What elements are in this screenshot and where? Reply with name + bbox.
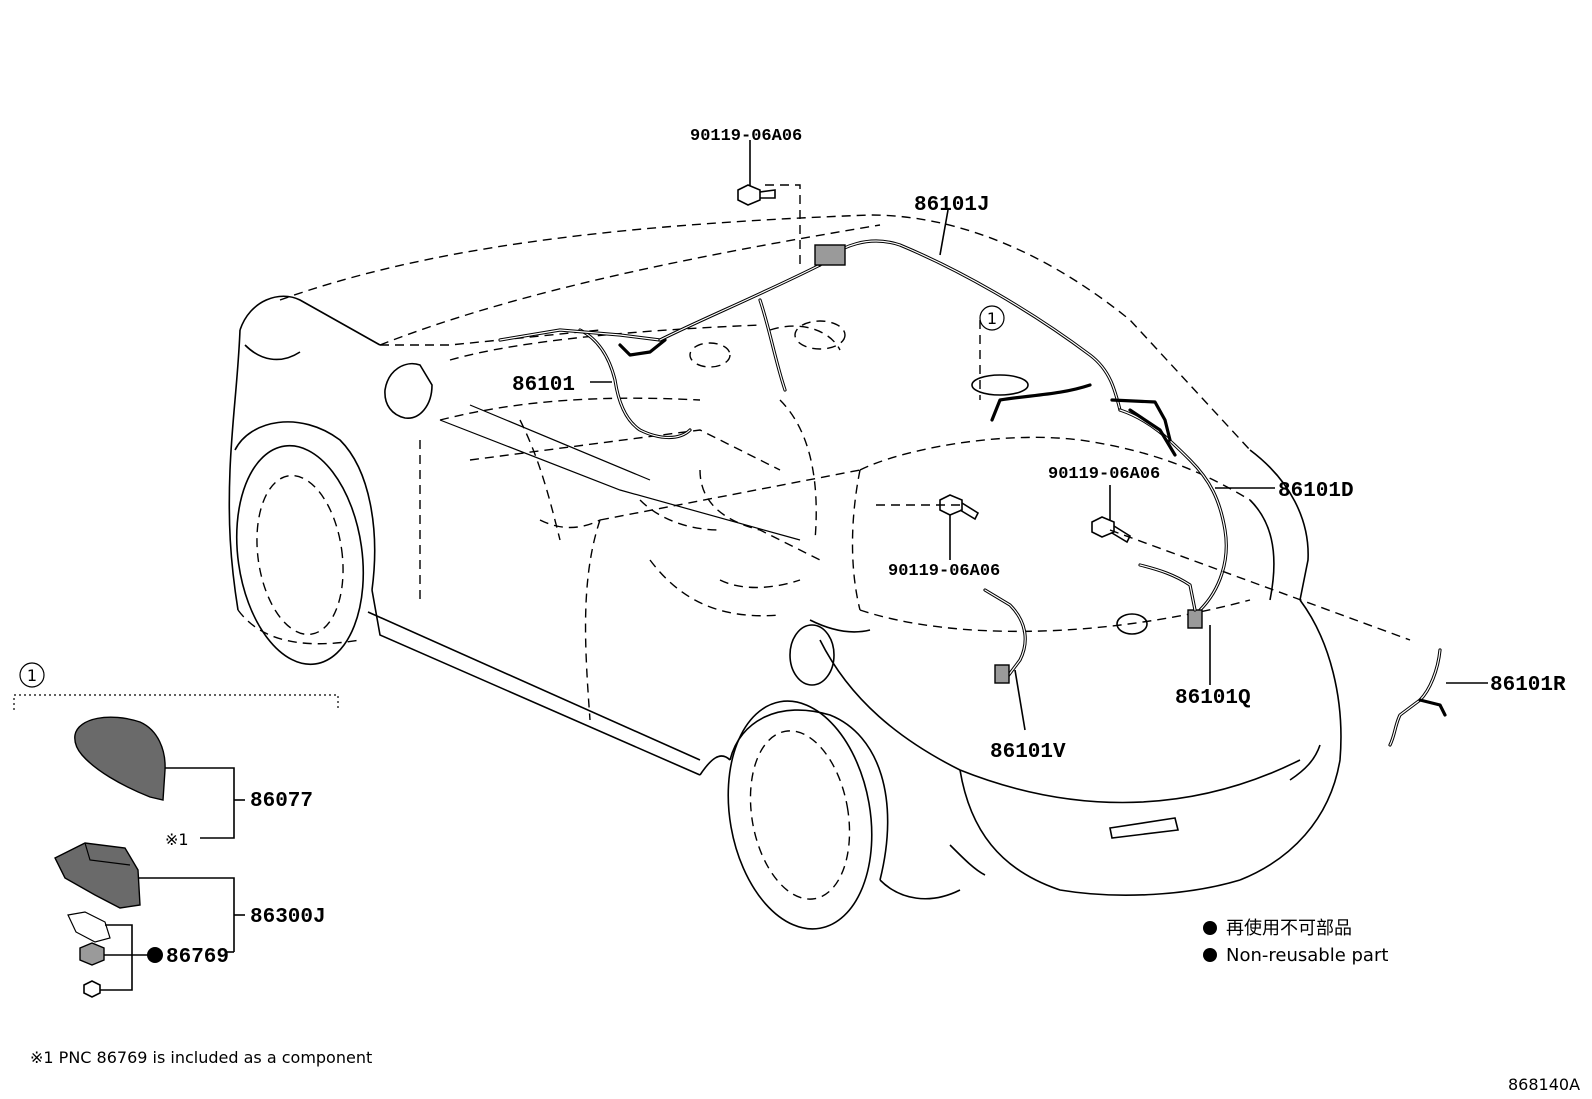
bolt-90119-06A06-mid [939, 494, 980, 521]
legend-jp: 再使用不可部品 [1226, 918, 1352, 939]
svg-text:1: 1 [987, 309, 997, 328]
label-86769: 86769 [166, 946, 229, 969]
label-bolt-top: 90119-06A06 [690, 127, 802, 146]
callout-circle-roof: 1 [979, 305, 1005, 331]
non-reusable-dot [147, 947, 163, 963]
label-86101: 86101 [512, 374, 575, 397]
screw [83, 980, 101, 998]
label-86300J: 86300J [250, 906, 326, 929]
inset-group-1: 1 [13, 662, 339, 998]
car-body-outline [228, 214, 1342, 930]
nut-86769 [79, 942, 105, 966]
legend-dot-jp [1203, 921, 1217, 935]
wire-harness-86101Q [1138, 563, 1197, 612]
legend-en: Non-reusable part [1226, 945, 1388, 966]
wire-harness-86101J [814, 239, 1122, 422]
wire-harness-86101D [1110, 398, 1228, 629]
drawing-id: 868140A [1508, 1075, 1580, 1094]
antenna-cover-86077 [74, 716, 166, 801]
bolt-90119-06A06-right [1091, 516, 1132, 544]
label-86101V: 86101V [990, 741, 1066, 764]
label-bolt-right: 90119-06A06 [1048, 465, 1160, 484]
legend: 再使用不可部品 Non-reusable part [1203, 918, 1388, 966]
svg-text:1: 1 [27, 666, 37, 685]
legend-dot-en [1203, 948, 1217, 962]
gasket-ring [67, 911, 111, 943]
label-86077: 86077 [250, 790, 313, 813]
label-bolt-mid: 90119-06A06 [888, 562, 1000, 581]
label-86101J: 86101J [914, 194, 990, 217]
label-86101Q: 86101Q [1175, 687, 1251, 710]
footnote: ※1 PNC 86769 is included as a component [30, 1048, 372, 1067]
wire-harness-86101R [1388, 648, 1447, 747]
antenna-base-86300J [54, 842, 141, 909]
label-86101D: 86101D [1278, 480, 1354, 503]
wire-harness-86101V [983, 588, 1027, 684]
label-86101R: 86101R [1490, 674, 1566, 697]
bolt-90119-06A06-top [737, 184, 776, 206]
wire-harness-86101 [498, 263, 822, 440]
label-ref-mark: ※1 [165, 830, 189, 849]
